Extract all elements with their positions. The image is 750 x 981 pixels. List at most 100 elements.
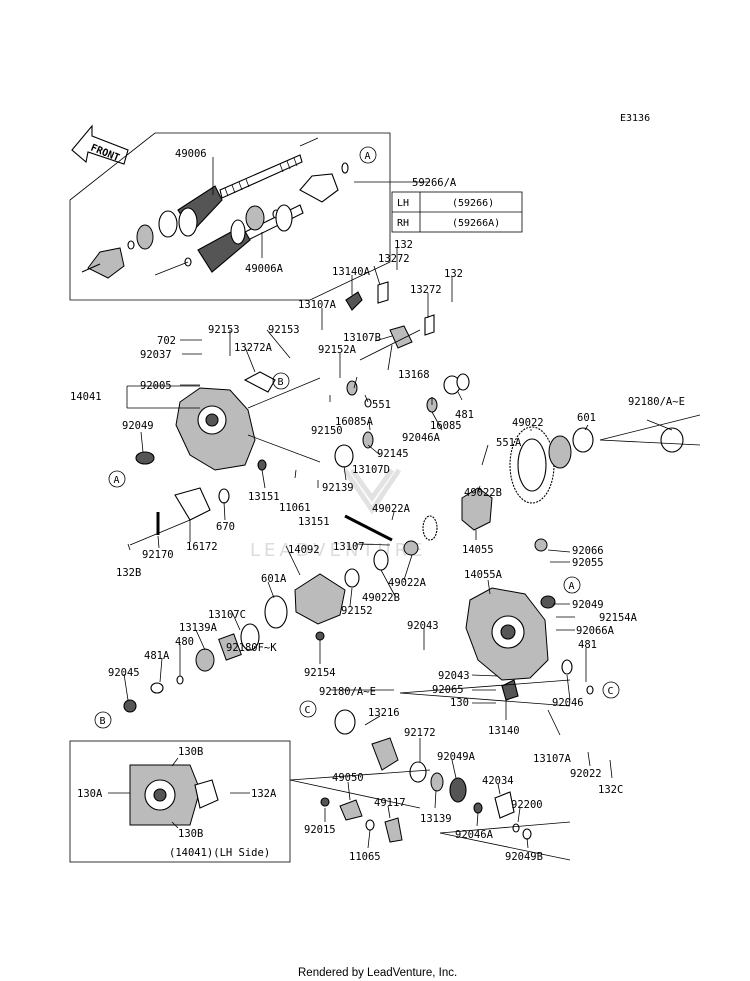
shift-fork [129, 487, 230, 546]
label-92049a: 92049A [437, 751, 476, 763]
label-49050: 49050 [332, 772, 364, 784]
label-481-a: 481 [455, 409, 474, 421]
label-13107: 13107 [333, 541, 365, 553]
label-92055: 92055 [572, 557, 604, 569]
label-480: 480 [175, 636, 194, 648]
svg-text:B: B [278, 377, 284, 388]
label-92022: 92022 [570, 768, 602, 780]
label-42034: 42034 [482, 775, 514, 787]
svg-text:C: C [608, 686, 614, 697]
label-13216: 13216 [368, 707, 400, 719]
label-130b-1: 130B [178, 746, 203, 758]
svg-text:B: B [100, 716, 106, 727]
svg-text:A: A [365, 151, 371, 162]
diagram-code: E3136 [620, 113, 650, 124]
label-13107a-2: 13107A [533, 753, 572, 765]
table-lh-part: (59266) [452, 198, 494, 209]
label-551a: 551A [496, 437, 522, 449]
label-13140: 13140 [488, 725, 520, 737]
label-49117: 49117 [374, 797, 406, 809]
label-132b: 132B [116, 567, 141, 579]
label-13168: 13168 [398, 369, 430, 381]
label-551: 551 [372, 399, 391, 411]
label-16172: 16172 [186, 541, 218, 553]
label-92005: 92005 [140, 380, 172, 392]
label-14041: 14041 [70, 391, 102, 403]
label-601a: 601A [261, 573, 287, 585]
label-49022a: 49022A [372, 503, 411, 515]
label-14055: 14055 [462, 544, 494, 556]
label-92066: 92066 [572, 545, 604, 557]
table-rh-side: RH [397, 218, 409, 229]
label-59266a: 59266/A [412, 177, 457, 189]
label-92066a: 92066A [576, 625, 615, 637]
label-13140a: 13140A [332, 266, 371, 278]
label-13272: 13272 [378, 253, 410, 265]
callout-a-2: A [108, 470, 126, 488]
label-14092: 14092 [288, 544, 320, 556]
callout-b-2: B [94, 711, 112, 729]
label-130a: 130A [77, 788, 103, 800]
output-shaft-parts [320, 709, 532, 843]
guide-lines [289, 414, 701, 861]
table-rh-part: (59266A) [452, 218, 500, 229]
label-130b-2: 130B [178, 828, 203, 840]
axle-kit-outline [69, 132, 391, 301]
label-49022: 49022 [512, 417, 544, 429]
label-49022a-2: 49022A [388, 577, 427, 589]
label-132-a: 132 [394, 239, 413, 251]
label-49022b-2: 49022B [362, 592, 400, 604]
callout-c-1: C [602, 681, 620, 699]
label-92065: 92065 [432, 684, 464, 696]
label-49006: 49006 [175, 148, 207, 160]
label-14055a: 14055A [464, 569, 503, 581]
label-92180ae: 92180/A~E [628, 396, 685, 408]
pinion-housing [123, 568, 360, 713]
label-92180ae-2: 92180/A~E [319, 686, 376, 698]
selector-parts [243, 281, 470, 471]
label-132-b: 132 [444, 268, 463, 280]
label-13107d: 13107D [352, 464, 390, 476]
svg-text:C: C [305, 705, 311, 716]
leader-lines [108, 157, 673, 849]
footer-credit: Rendered by LeadVenture, Inc. [298, 967, 457, 979]
label-92139: 92139 [322, 482, 354, 494]
svg-text:A: A [569, 581, 575, 592]
label-92043-a: 92043 [407, 620, 439, 632]
rear-housing [465, 538, 594, 701]
label-13139a: 13139A [179, 622, 218, 634]
differential-gears [344, 487, 493, 571]
label-13107c: 13107C [208, 609, 246, 621]
label-481a: 481A [144, 650, 170, 662]
label-11065: 11065 [349, 851, 381, 863]
label-13151-b: 13151 [298, 516, 330, 528]
label-132a: 132A [251, 788, 277, 800]
watermark-logo [342, 468, 402, 515]
label-92154: 92154 [304, 667, 336, 679]
label-132c: 132C [598, 784, 623, 796]
label-92046: 92046 [552, 697, 584, 709]
label-13107a: 13107A [298, 299, 337, 311]
label-13151-a: 13151 [248, 491, 280, 503]
part-labels: 49006 59266/A 49006A 13272 132 13140A 13… [70, 148, 685, 863]
ring-gear [509, 426, 684, 504]
label-92154a: 92154A [599, 612, 638, 624]
inset-box [69, 740, 291, 863]
label-702: 702 [157, 335, 176, 347]
front-arrow: FRONT [71, 124, 129, 165]
label-92043-b: 92043 [438, 670, 470, 682]
label-92049-b: 92049 [572, 599, 604, 611]
label-130: 130 [450, 697, 469, 709]
label-92180fk: 92180F~K [226, 642, 277, 654]
label-92045: 92045 [108, 667, 140, 679]
callout-a-1: A [359, 146, 377, 164]
label-49022b: 49022B [464, 487, 502, 499]
label-92153-b: 92153 [268, 324, 300, 336]
label-92015: 92015 [304, 824, 336, 836]
label-92170: 92170 [142, 549, 174, 561]
callout-b-1: B [272, 372, 290, 390]
label-92152a: 92152A [318, 344, 357, 356]
label-92037: 92037 [140, 349, 172, 361]
callout-c-2: C [299, 700, 317, 718]
